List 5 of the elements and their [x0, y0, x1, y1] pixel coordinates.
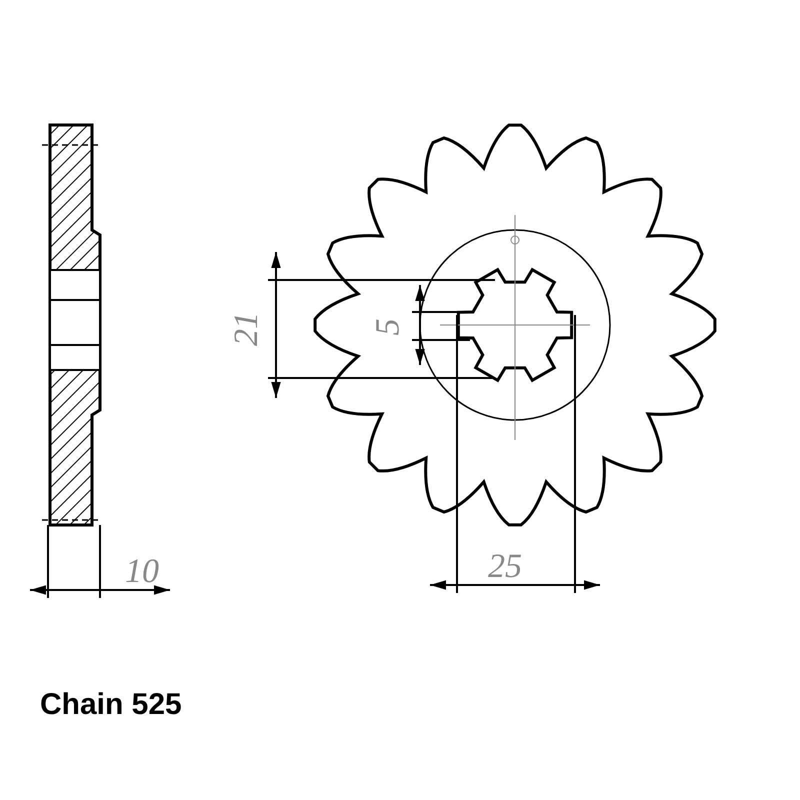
- dimension-label: 5: [372, 318, 406, 336]
- dimension-label: 25: [488, 550, 522, 584]
- dimension-label: 10: [125, 555, 159, 589]
- chain-size-label: Chain 525: [40, 688, 182, 722]
- dimension-label: 21: [230, 312, 264, 346]
